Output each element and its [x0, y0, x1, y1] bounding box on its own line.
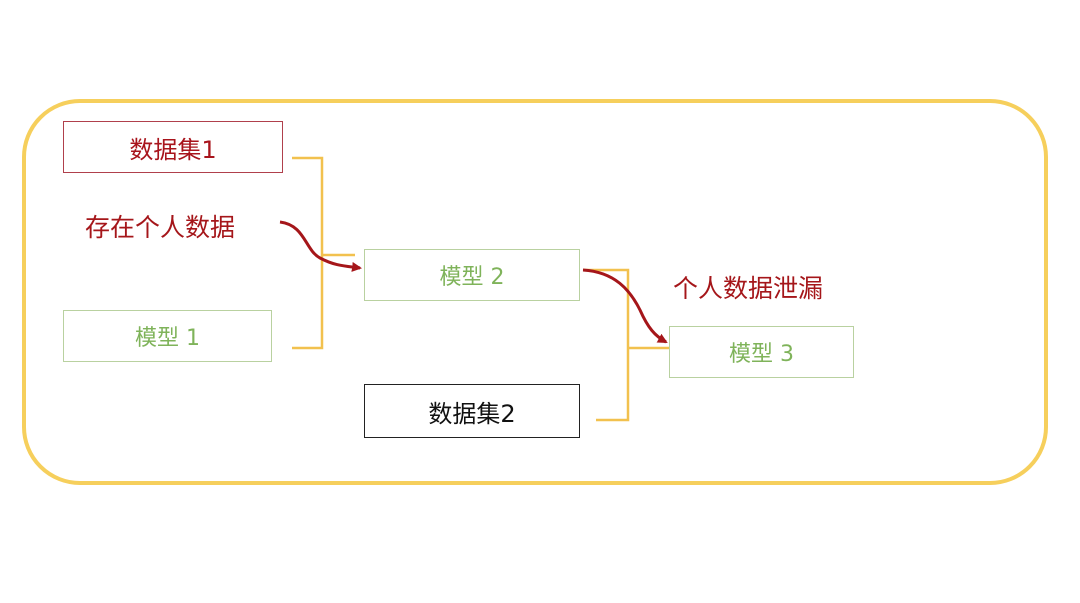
bracket-dataset1-model1	[292, 156, 324, 350]
data-leak-label: 个人数据泄漏	[673, 274, 824, 303]
arrow-personal-data	[279, 220, 362, 272]
arrow-data-leak	[582, 268, 668, 344]
model2-node: 模型 2	[364, 249, 580, 301]
dataset1-node: 数据集1	[63, 121, 283, 173]
personal-data-label: 存在个人数据	[85, 213, 236, 242]
dataset2-node: 数据集2	[364, 384, 580, 438]
model3-node: 模型 3	[669, 326, 854, 378]
diagram-frame	[22, 99, 1048, 485]
model1-node: 模型 1	[63, 310, 272, 362]
bracket-model2-dataset2	[583, 268, 630, 422]
